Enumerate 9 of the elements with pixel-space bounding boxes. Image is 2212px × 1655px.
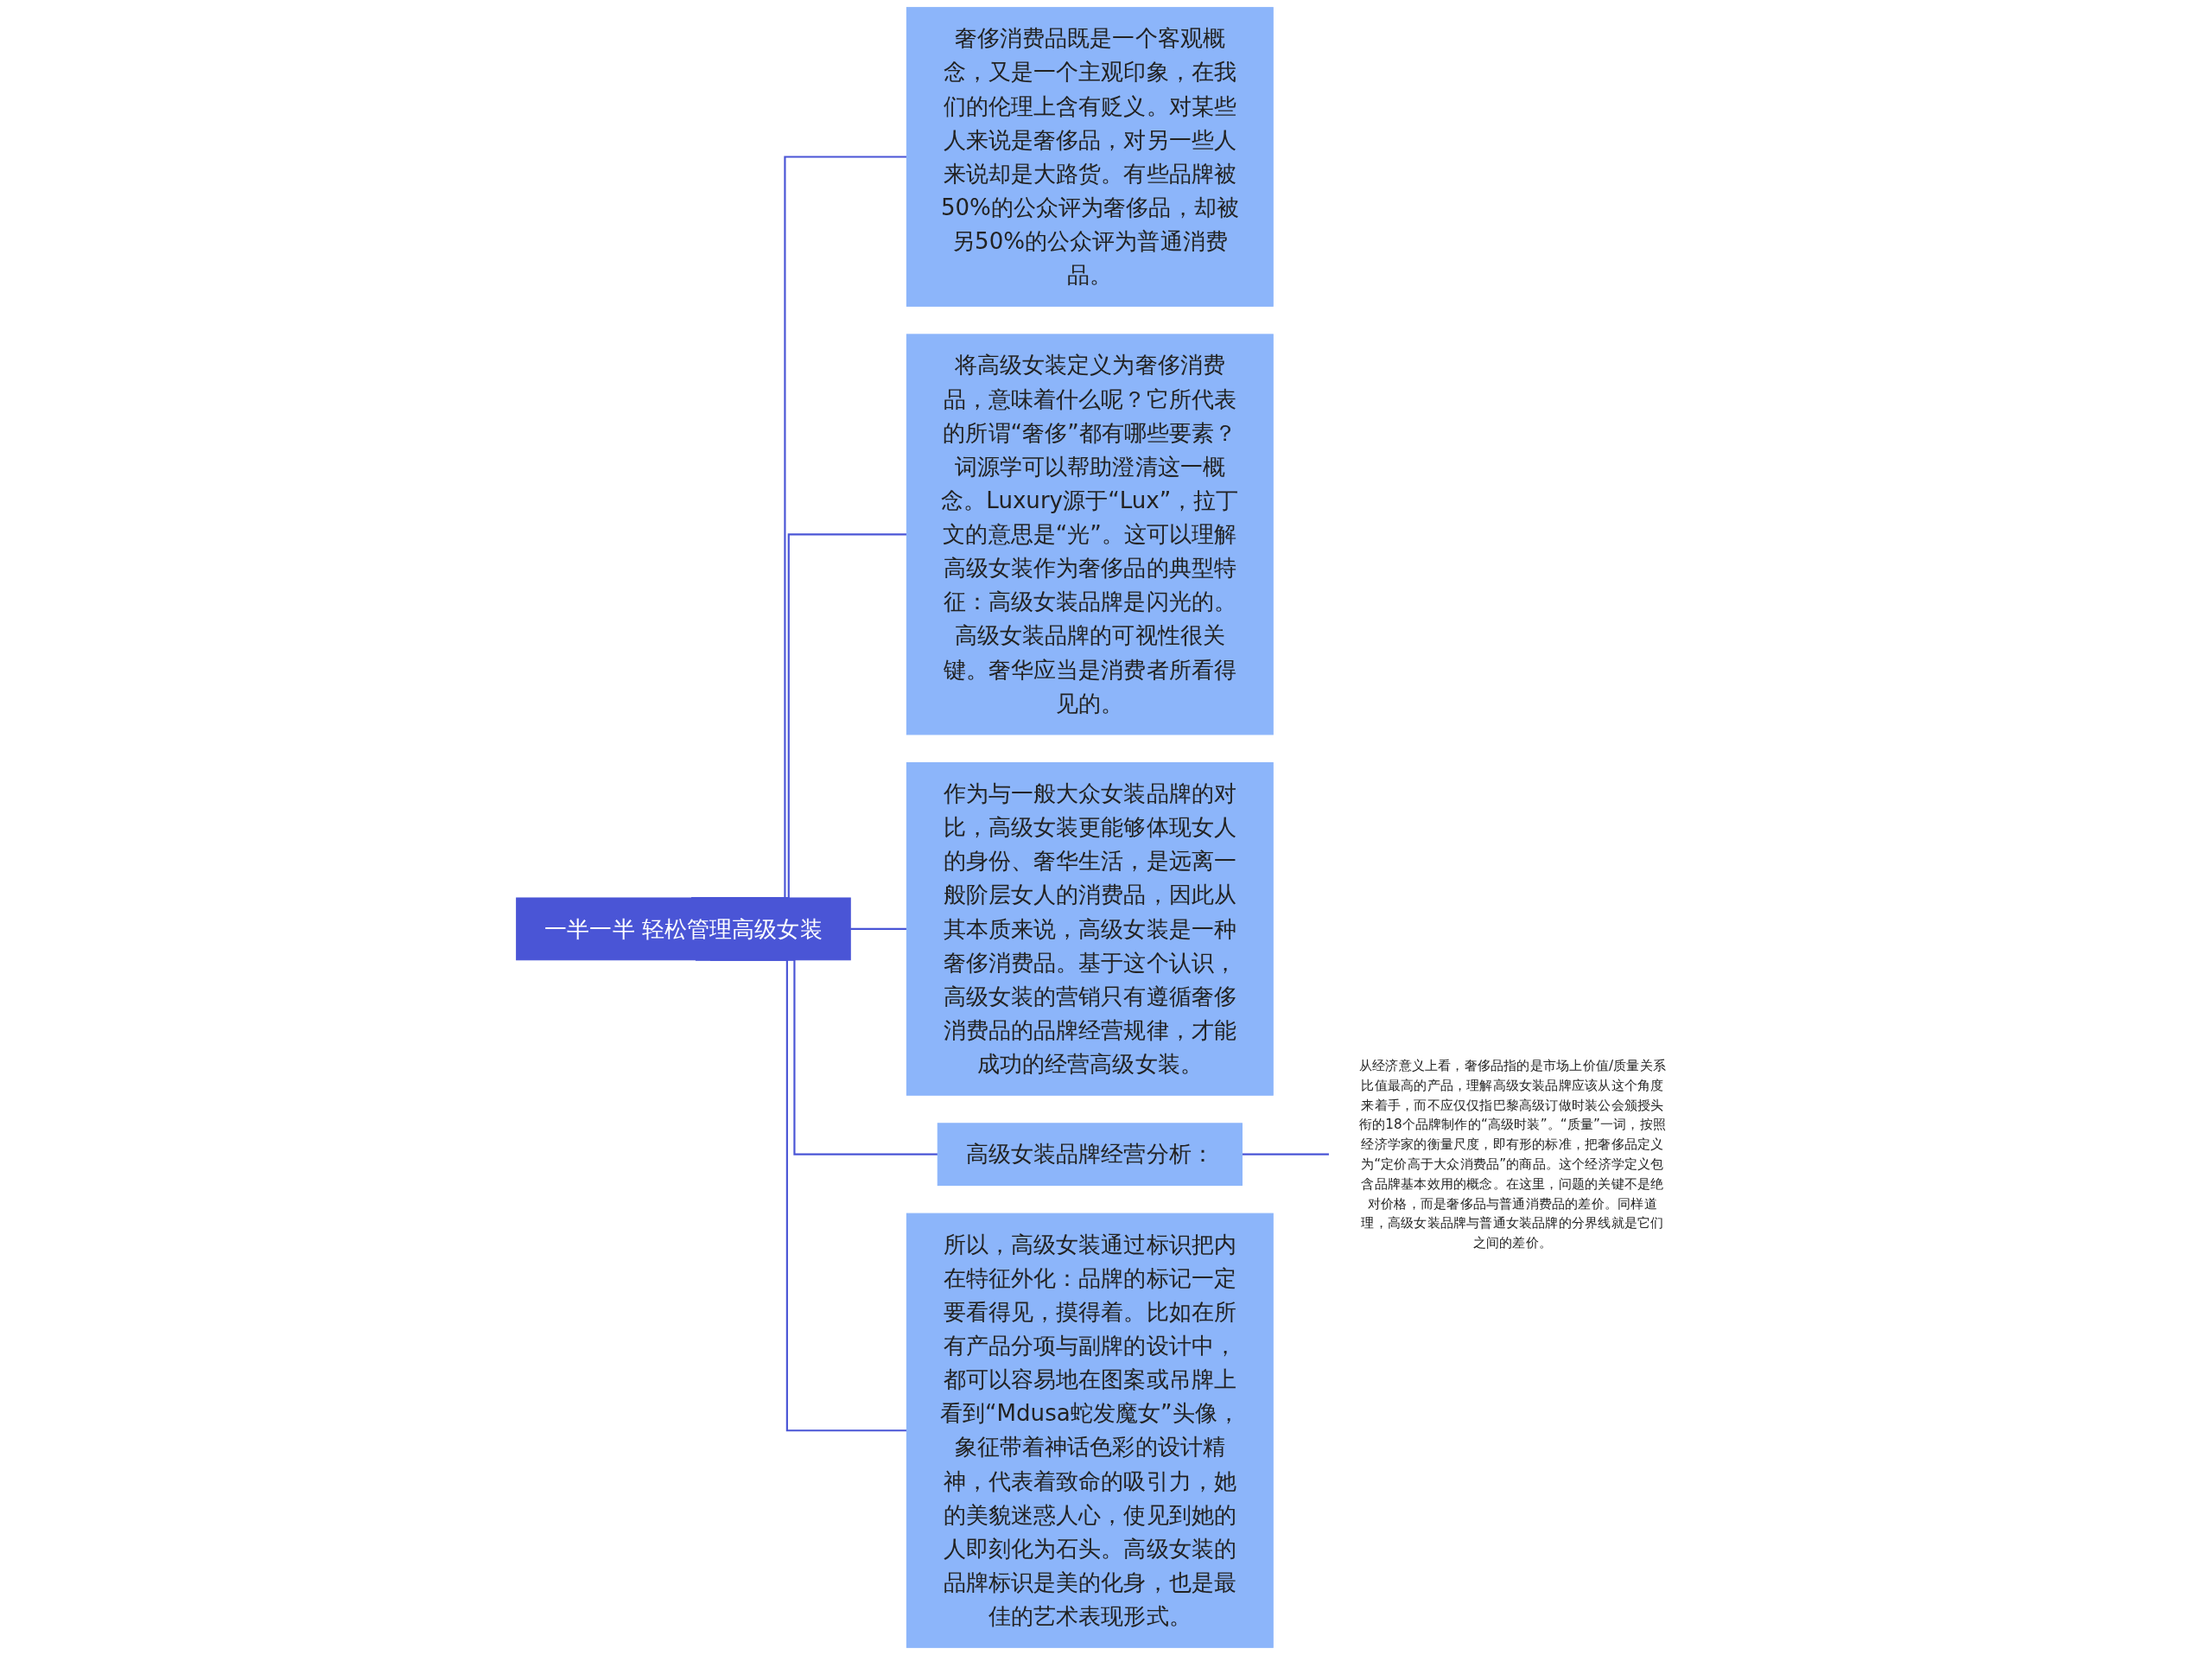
node-box: 一半一半 轻松管理高级女装 bbox=[516, 897, 851, 961]
node-box: 所以，高级女装通过标识把内在特征外化：品牌的标记一定要看得见，摸得着。比如在所有产品分项与副牌的设计中，都可以容易地在图案或吊牌上看到“Mdusa蛇发魔女”头像，象征带着神话色彩的设计精神，代表着致命的吸引力，她的美貌迷惑人心，使见到她的人即刻化为石头。高级女装的品牌标识是美的化身，也是最佳的艺术表现形式。 bbox=[906, 1213, 1274, 1648]
connector bbox=[850, 927, 907, 930]
node-box: 将高级女装定义为奢侈消费品，意味着什么呢？它所代表的所谓“奢侈”都有哪些要素？词源学可以帮助澄清这一概念。Luxury源于“Lux”，拉丁文的意思是“光”。这可以理解高级女装作为奢侈品的典型特征：高级女装品牌是闪光的。高级女装品牌的可视性很关键。奢华应当是消费者所看得见的。 bbox=[906, 334, 1274, 735]
node-box: 奢侈消费品既是一个客观概念，又是一个主观印象，在我们的伦理上含有贬义。对某些人来说是奢侈品，对另一些人来说却是大路货。有些品牌被50%的公众评为奢侈品，却被另50%的公众评为普通消费品。 bbox=[906, 7, 1274, 307]
node-box: 高级女装品牌经营分析： bbox=[937, 1123, 1243, 1187]
node-box: 作为与一般大众女装品牌的对比，高级女装更能够体现女人的身份、奢华生活，是远离一般阶层女人的消费品，因此从其本质来说，高级女装是一种奢侈消费品。基于这个认识，高级女装的营销只有遵循奢侈消费品的品牌经营规律，才能成功的经营高级女装。 bbox=[906, 761, 1274, 1096]
node-text: 从经济意义上看，奢侈品指的是市场上价值/质量关系比值最高的产品，理解高级女装品牌应该从这个角度来着手，而不应仅仅指巴黎高级订做时装公会颁授头衔的18个品牌制作的“高级时装”。“质量”一词，按照经济学家的衡量尺度，即有形的标准，把奢侈品定义为“定价高于大众消费品”的商品。这个经济学定义包含品牌基本效用的概念。在这里，问题的关键不是绝对价格，而是奢侈品与普通消费品的差价。同样道理，高级女装品牌与普通女装品牌的分界线就是它们之间的差价。 bbox=[1358, 1057, 1666, 1251]
connector bbox=[1242, 1153, 1330, 1155]
